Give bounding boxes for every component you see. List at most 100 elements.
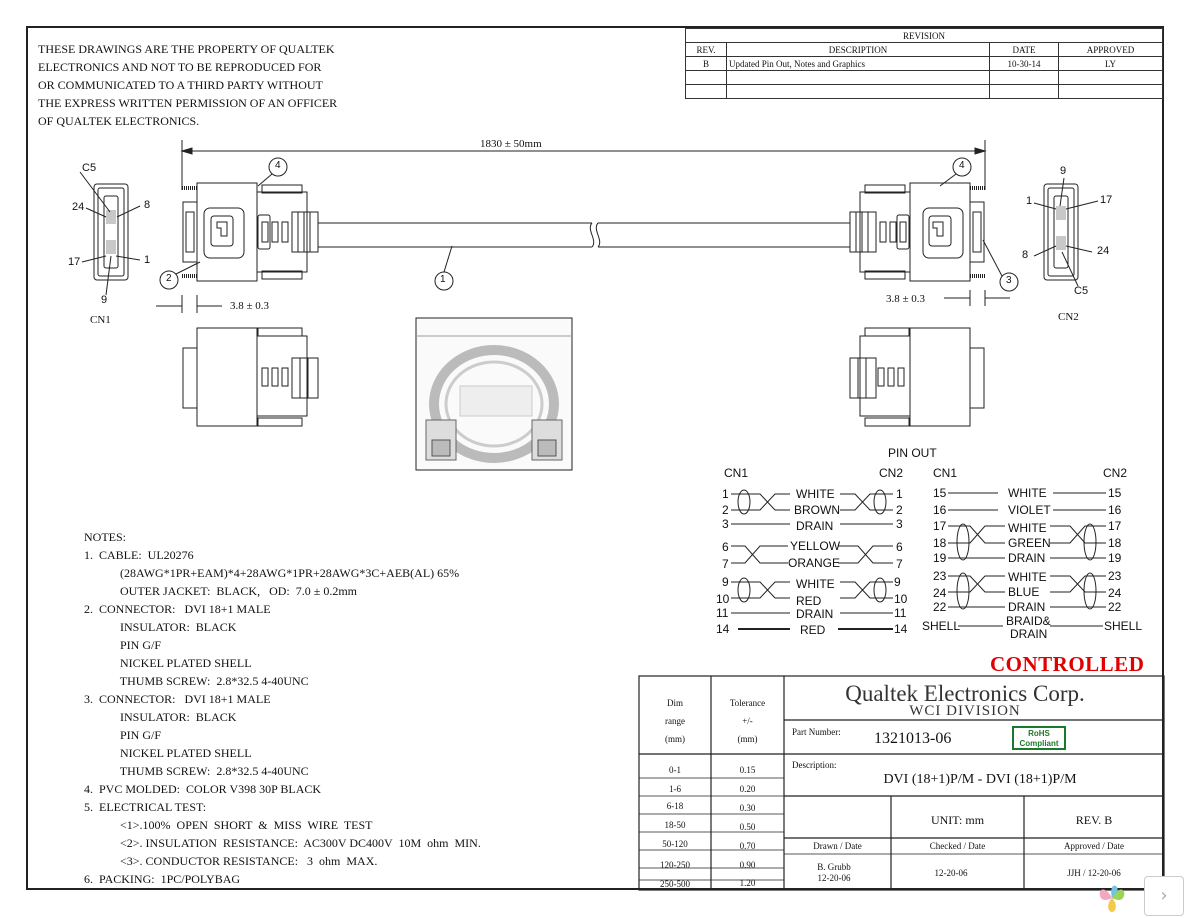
pin-24-cn2: 24	[1108, 586, 1122, 600]
pinout-left-cn1: CN1	[724, 466, 749, 480]
pin-11-cn2: 11	[894, 606, 907, 620]
wire-white-2: WHITE	[796, 577, 835, 591]
dim-row-5: 50-120	[662, 839, 688, 849]
pin-2-cn2: 2	[896, 503, 903, 517]
tolerance-header: Tolerance+/-(mm)	[729, 698, 766, 744]
pin-3-cn1: 3	[722, 517, 729, 531]
pin-17-cn2: 17	[1108, 519, 1122, 533]
tol-row-4: 0.50	[739, 822, 756, 832]
balloon-2-label: 2	[166, 273, 172, 284]
balloon-3-label: 3	[1006, 275, 1012, 286]
pin-17-cn1: 17	[933, 519, 947, 533]
cn2-pin-24: 24	[1097, 245, 1110, 257]
pin-1-cn1: 1	[722, 487, 729, 501]
wire-orange: ORANGE	[788, 556, 841, 570]
product-photo	[415, 317, 573, 471]
wire-drain-2: DRAIN	[796, 607, 834, 621]
pin-3-cn2: 3	[896, 517, 903, 531]
description-label: Description:	[792, 760, 837, 770]
controlled-stamp: CONTROLLED	[990, 652, 1145, 676]
cn1-pin-17: 17	[68, 256, 81, 268]
rev-label: REV. B	[1075, 813, 1113, 827]
pin-6-cn1: 6	[722, 540, 729, 554]
pin-7-cn2: 7	[896, 557, 903, 571]
wire-yellow: YELLOW	[790, 539, 841, 553]
pinout-left-cn2: CN2	[879, 466, 904, 480]
pin-9-cn2: 9	[894, 575, 901, 589]
tol-row-6: 0.90	[739, 860, 756, 870]
checked-label: Checked / Date	[929, 841, 986, 851]
pin-7-cn1: 7	[722, 557, 729, 571]
tol-row-1: 0.15	[739, 765, 756, 775]
pin-22-cn2: 22	[1108, 600, 1122, 614]
tol-row-5: 0.70	[739, 841, 756, 851]
part-number-label: Part Number:	[792, 727, 841, 737]
wire-drain-4: DRAIN	[1008, 600, 1046, 614]
dim-row-4: 18-50	[664, 820, 686, 830]
wire-white-4: WHITE	[1008, 521, 1047, 535]
pinout-right-cn1: CN1	[933, 466, 958, 480]
balloon-4-left-label: 4	[275, 160, 281, 171]
pinout-right-cn2: CN2	[1103, 466, 1128, 480]
cn2-pin-17: 17	[1100, 194, 1113, 206]
cn2-pin-c5: C5	[1074, 285, 1089, 297]
drawing-border	[26, 26, 1164, 890]
left-offset-dimension: 3.8 ± 0.3	[230, 300, 270, 312]
description: DVI (18+1)P/M - DVI (18+1)P/M	[883, 772, 1077, 787]
tol-row-7: 1.20	[739, 878, 756, 888]
pin-14-cn1: 14	[716, 622, 730, 636]
pin-16-cn1: 16	[933, 503, 947, 517]
dim-row-1: 0-1	[669, 765, 681, 775]
tol-row-3: 0.30	[739, 803, 756, 813]
wire-red-2: RED	[800, 623, 826, 637]
wire-drain-5: DRAIN	[1010, 627, 1048, 641]
balloon-1-label: 1	[440, 274, 446, 285]
pin-10-cn2: 10	[894, 592, 908, 606]
wire-drain-3: DRAIN	[1008, 551, 1046, 565]
wire-braid: BRAID&	[1006, 614, 1051, 628]
pin-19-cn2: 19	[1108, 551, 1122, 565]
wire-red-1: RED	[796, 594, 822, 608]
drawn-label: Drawn / Date	[813, 841, 862, 851]
revision-table: REVISION REV. DESCRIPTION DATE APPROVED …	[685, 28, 1163, 99]
wire-blue: BLUE	[1008, 585, 1040, 599]
ownership-notice: THESE DRAWINGS ARE THE PROPERTY OF QUALT…	[38, 42, 338, 128]
pin-15-cn2: 15	[1108, 486, 1122, 500]
wire-drain-1: DRAIN	[796, 519, 834, 533]
pin-14-cn2: 14	[894, 622, 908, 636]
notes-section: NOTES: 1. CABLE: UL20276 (28AWG*1PR+EAM)…	[84, 530, 481, 886]
dim-row-6: 120-250	[660, 860, 690, 870]
balloon-4-right-label: 4	[959, 160, 965, 171]
next-page-chevron-icon[interactable]: ›	[1144, 876, 1184, 916]
cn2-pin-1: 1	[1026, 195, 1033, 207]
wire-white-3: WHITE	[1008, 486, 1047, 500]
pin-15-cn1: 15	[933, 486, 947, 500]
wire-green: GREEN	[1008, 536, 1051, 550]
tol-row-2: 0.20	[739, 784, 756, 794]
pin-19-cn1: 19	[933, 551, 947, 565]
pin-shell-cn2: SHELL	[1104, 619, 1143, 633]
pin-24-cn1: 24	[933, 586, 947, 600]
dim-row-3: 6-18	[666, 801, 684, 811]
cn1-pin-1: 1	[144, 254, 151, 266]
dim-row-2: 1-6	[669, 784, 681, 794]
pin-2-cn1: 2	[722, 503, 729, 517]
cn1-label: CN1	[90, 314, 111, 326]
pin-22-cn1: 22	[933, 600, 947, 614]
pin-18-cn2: 18	[1108, 536, 1122, 550]
wire-white-5: WHITE	[1008, 570, 1047, 584]
title-block-lines	[638, 675, 1165, 891]
pin-6-cn2: 6	[896, 540, 903, 554]
cn1-pin-c5: C5	[82, 162, 97, 174]
pinout-wiring	[731, 489, 1106, 630]
pin-23-cn2: 23	[1108, 569, 1122, 583]
division-name: WCI DIVISION	[909, 703, 1021, 719]
approved-label: Approved / Date	[1064, 841, 1124, 851]
pinout-title: PIN OUT	[888, 446, 937, 460]
viewer-logo-icon	[1099, 885, 1125, 912]
pin-23-cn1: 23	[933, 569, 947, 583]
